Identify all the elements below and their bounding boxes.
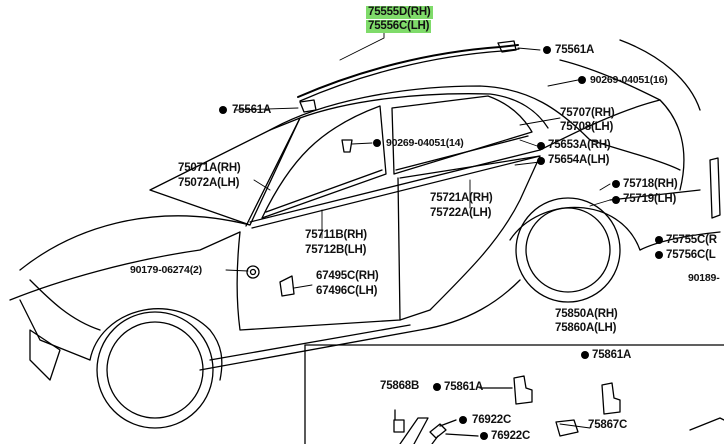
front-wheel	[96, 311, 214, 429]
front-grille	[29, 329, 61, 381]
bolt-90179	[246, 265, 260, 279]
label-75755c: 75755C(R	[666, 234, 717, 246]
part-dot	[459, 416, 467, 424]
label-75718: 75718(RH)	[623, 178, 678, 190]
part-dot	[219, 106, 227, 114]
part-dot	[537, 157, 545, 165]
label-75722a: 75722A(LH)	[430, 207, 492, 219]
part-dot	[480, 432, 488, 440]
bracket-75861a-b	[513, 375, 533, 405]
belt-moulding	[249, 149, 541, 223]
roof-moulding-strip	[297, 44, 519, 98]
strip-76922c	[399, 417, 429, 444]
label-90189: 90189-	[688, 272, 720, 284]
label-75868b: 75868B	[380, 380, 420, 392]
part-dot	[578, 76, 586, 84]
clip-75867c	[555, 419, 579, 437]
part-dot	[433, 383, 441, 391]
label-75653a: 75653A(RH)	[548, 139, 611, 151]
door-handle	[279, 275, 295, 297]
label-75860a: 75860A(LH)	[555, 322, 617, 334]
bracket-75861a-a	[601, 382, 621, 415]
label-67496c: 67496C(LH)	[316, 285, 378, 297]
label-75721a: 75721A(RH)	[430, 192, 493, 204]
part-dot	[655, 251, 663, 259]
label-75861a-b: 75861A	[444, 381, 484, 393]
clip-left	[299, 99, 317, 113]
rear-wheel-arch	[509, 206, 641, 251]
label-75708: 75708(LH)	[560, 121, 614, 133]
label-75707: 75707(RH)	[560, 107, 615, 119]
leader-lines	[225, 31, 611, 429]
label-75850a: 75850A(RH)	[555, 308, 618, 320]
label-75561a-left: 75561A	[232, 104, 272, 116]
label-75712b: 75712B(LH)	[305, 244, 367, 256]
rocker-line	[199, 279, 521, 371]
part-dot	[543, 46, 551, 54]
roof-line	[269, 85, 591, 141]
part-dot	[655, 236, 663, 244]
rear-wheel	[515, 197, 621, 303]
rear-door-window	[391, 95, 533, 175]
part-dot	[581, 351, 589, 359]
label-75556c: 75556C(LH)	[366, 20, 432, 33]
rear-door	[399, 155, 541, 321]
label-75719: 75719(LH)	[623, 193, 677, 205]
clip-75868b	[393, 419, 405, 433]
label-75561a-top: 75561A	[555, 44, 595, 56]
rear-garnish-strip	[709, 157, 721, 219]
label-75861a-a: 75861A	[592, 349, 632, 361]
label-75654a: 75654A(LH)	[548, 154, 610, 166]
label-75756c: 75756C(L	[666, 249, 716, 261]
front-door	[236, 177, 401, 331]
label-75555d: 75555D(RH)	[366, 6, 433, 19]
label-90269-14: 90269-04051(14)	[386, 137, 464, 149]
label-76922c-b: 76922C	[491, 430, 531, 442]
label-76922c-a: 76922C	[472, 414, 512, 426]
label-75071a: 75071A(RH)	[178, 162, 241, 174]
part-dot	[612, 196, 620, 204]
label-75867c: 75867C	[588, 419, 628, 431]
part-dot	[537, 142, 545, 150]
part-dot	[373, 139, 381, 147]
label-90269-16: 90269-04051(16)	[590, 74, 668, 86]
part-dot	[612, 180, 620, 188]
label-75711b: 75711B(RH)	[305, 229, 367, 241]
label-90179: 90179-06274(2)	[130, 264, 202, 276]
front-door-window	[261, 105, 387, 219]
label-67495c: 67495C(RH)	[316, 270, 379, 282]
hood	[19, 215, 251, 271]
front-wheel-arch	[89, 308, 223, 381]
label-75072a: 75072A(LH)	[178, 177, 240, 189]
clip-top	[497, 40, 517, 53]
